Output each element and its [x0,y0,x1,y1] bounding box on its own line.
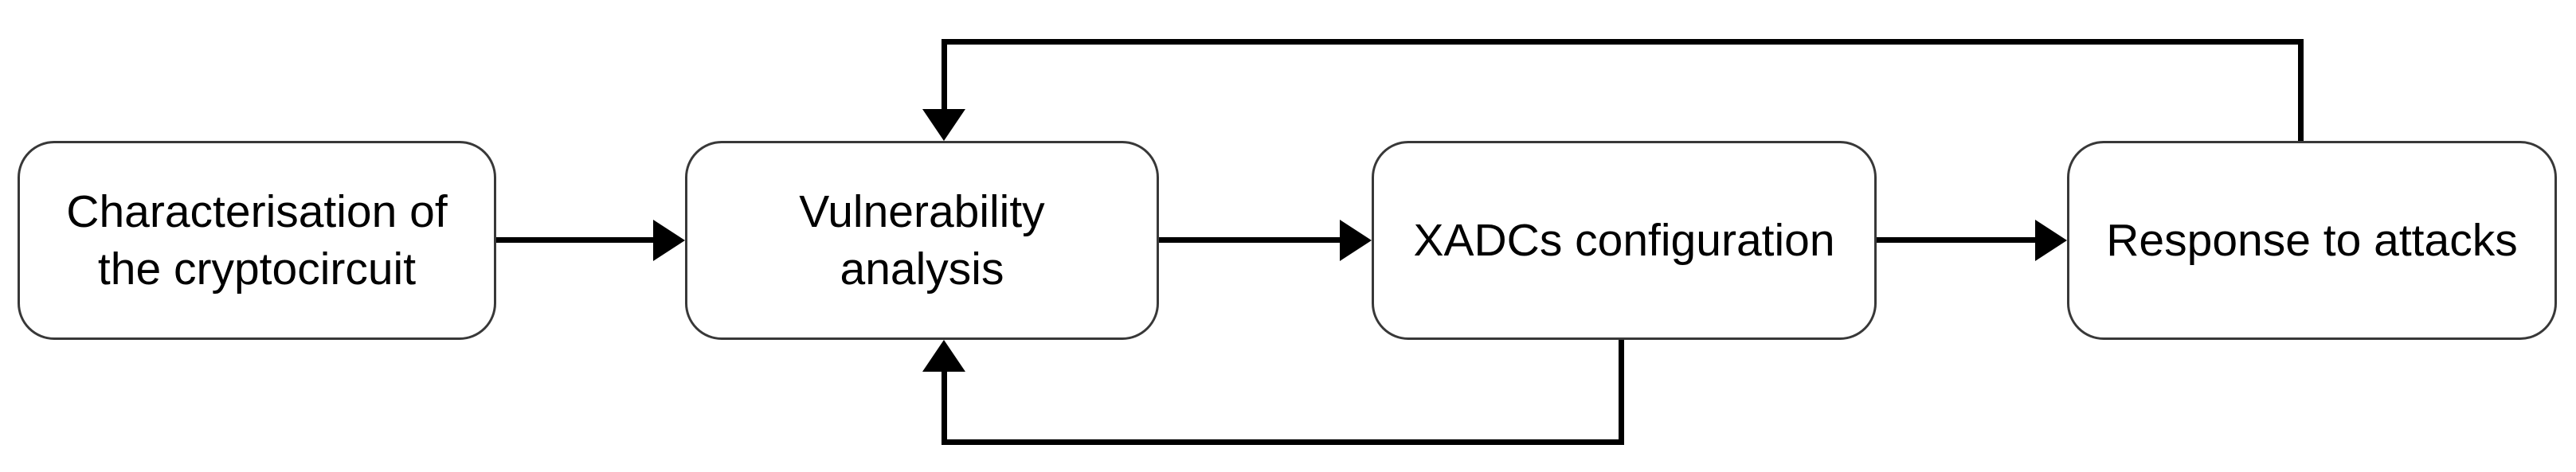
connector-xadcs-to-response [1877,237,2038,243]
node-label-line: the cryptocircuit [97,244,417,295]
node-xadcs-configuration: XADCs configuration [1372,141,1877,340]
connector-vulnerability-to-xadcs [1159,237,1342,243]
arrowhead-down-icon [922,109,965,141]
node-vulnerability-analysis: Vulnerability analysis [685,141,1159,340]
node-label-line: analysis [840,244,1004,295]
feedback-bottom-horizontal [942,439,1624,445]
arrowhead-right-icon [653,220,685,261]
feedback-top-horizontal [942,39,2304,45]
node-label-line: Response to attacks [2106,215,2518,266]
feedback-top-right-vertical [2298,39,2304,141]
node-label-line: Characterisation of [66,186,448,237]
arrowhead-right-icon [2035,220,2067,261]
arrowhead-right-icon [1340,220,1372,261]
feedback-bottom-right-vertical [1619,340,1624,445]
node-characterisation-of-the-cryptocircuit: Characterisation of the cryptocircuit [18,141,496,340]
feedback-top-left-vertical [942,39,947,110]
arrowhead-up-icon [922,340,965,372]
node-label-line: XADCs configuration [1413,215,1835,266]
connector-characterisation-to-vulnerability [496,237,656,243]
node-response-to-attacks: Response to attacks [2067,141,2557,340]
feedback-bottom-left-vertical [942,372,947,445]
node-label-line: Vulnerability [799,186,1045,237]
